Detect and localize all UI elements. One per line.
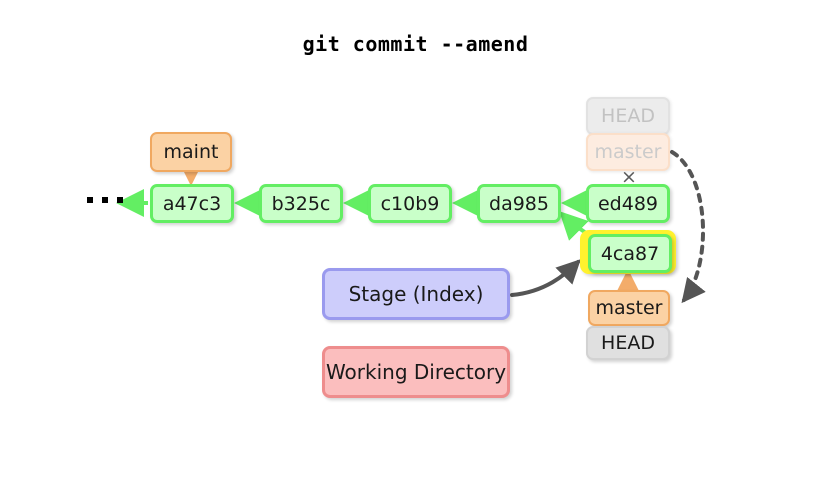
ellipsis-dot <box>87 197 93 203</box>
commit-node-da985[interactable]: da985 <box>477 184 561 223</box>
commit-node-a47c3[interactable]: a47c3 <box>150 184 234 223</box>
branch-label-master[interactable]: master <box>588 290 670 326</box>
commit-node-c10b9[interactable]: c10b9 <box>368 184 452 223</box>
old-head-label-faded: HEAD <box>586 97 670 135</box>
commit-node-4ca87[interactable]: 4ca87 <box>588 234 672 273</box>
arrow-master-moves <box>670 150 706 304</box>
commit-node-b325c[interactable]: b325c <box>259 184 343 223</box>
detach-x-icon: × <box>621 166 637 188</box>
stage-index-box[interactable]: Stage (Index) <box>322 268 510 320</box>
ellipsis-dot <box>117 197 123 203</box>
head-label[interactable]: HEAD <box>586 326 670 360</box>
branch-label-maint[interactable]: maint <box>150 132 232 172</box>
working-directory-box[interactable]: Working Directory <box>322 346 510 398</box>
page-title: git commit --amend <box>302 32 529 56</box>
arrow-stage-to-4ca87 <box>510 259 581 297</box>
commit-node-ed489[interactable]: ed489 <box>586 184 670 223</box>
ellipsis-dot <box>102 197 108 203</box>
older-commits-ellipsis <box>87 197 123 203</box>
old-master-label-faded: master <box>586 133 670 171</box>
